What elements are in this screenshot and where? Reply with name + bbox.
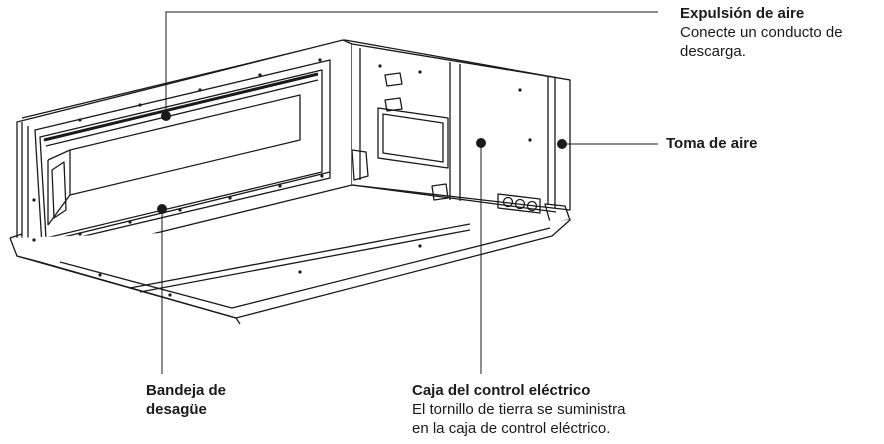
- label-air-expulsion: Expulsión de aire Conecte un conducto de…: [680, 4, 880, 61]
- label-air-expulsion-desc-2: descarga.: [680, 43, 746, 60]
- label-electrical-box: Caja del control eléctrico El tornillo d…: [412, 381, 732, 438]
- label-drain-pan: Bandeja de desagüe: [146, 381, 266, 419]
- label-electrical-box-desc-1: El tornillo de tierra se suministra: [412, 401, 626, 418]
- unit-drawing: [9, 39, 571, 325]
- dot-bandeja: [157, 204, 167, 214]
- dot-toma: [557, 139, 567, 149]
- label-drain-pan-title-1: Bandeja de: [146, 382, 227, 399]
- leader-dots: [157, 111, 567, 214]
- label-air-intake-title: Toma de aire: [666, 135, 758, 152]
- label-air-expulsion-desc-1: Conecte un conducto de: [680, 24, 843, 41]
- label-electrical-box-title: Caja del control eléctrico: [412, 382, 591, 399]
- leader-expulsion: [165, 11, 658, 114]
- label-drain-pan-title-2: desagüe: [146, 401, 207, 418]
- leader-lines: [161, 11, 658, 374]
- label-air-intake: Toma de aire: [666, 134, 866, 153]
- label-electrical-box-desc-2: en la caja de control eléctrico.: [412, 420, 611, 437]
- dot-caja: [476, 138, 486, 148]
- label-air-expulsion-title: Expulsión de aire: [680, 5, 805, 22]
- dot-expulsion: [161, 111, 171, 121]
